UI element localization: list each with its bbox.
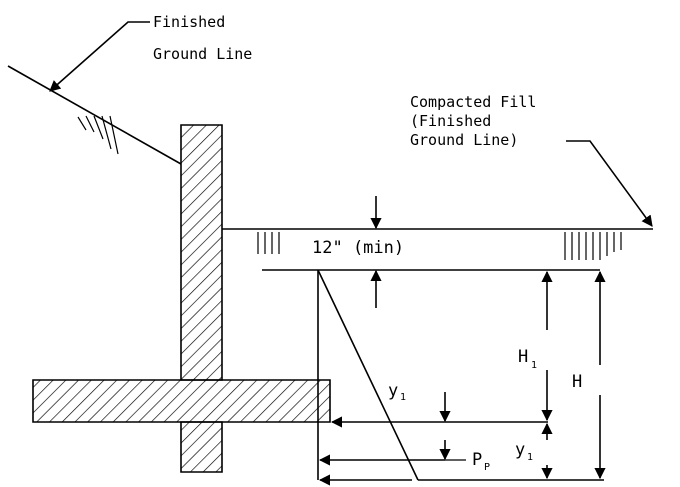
pp-subscript: P — [484, 462, 490, 473]
compacted-fill-label-line3: Ground Line) — [410, 131, 518, 149]
fill-ground-marks-right — [564, 232, 622, 260]
compacted-fill-label-line2: (Finished — [410, 112, 491, 130]
finished-ground-slope — [7, 65, 182, 165]
wall-footing — [32, 379, 331, 423]
y1-lower-label: y — [515, 440, 525, 460]
wall-stem-lower — [180, 421, 223, 473]
y1-lower-subscript: 1 — [527, 452, 533, 463]
h1-subscript: 1 — [531, 360, 537, 371]
compacted-fill-leader — [566, 140, 653, 227]
pp-label: P — [472, 450, 482, 470]
fill-ground-marks-left — [257, 232, 280, 254]
finished-ground-label-line1: Finished — [153, 13, 225, 31]
slope-ground-marks — [77, 115, 119, 155]
wall-stem — [180, 124, 223, 381]
h-label: H — [572, 372, 582, 392]
h1-label: H — [518, 347, 528, 367]
finished-ground-label-line2: Ground Line — [153, 45, 252, 63]
pressure-diagram-slope — [317, 269, 419, 481]
y1-upper-label: y — [388, 381, 398, 401]
compacted-fill-label-line1: Compacted Fill — [410, 93, 536, 111]
y1-upper-subscript: 1 — [400, 392, 406, 403]
min-depth-label: 12" (min) — [312, 238, 404, 258]
finished-ground-leader — [49, 21, 150, 92]
